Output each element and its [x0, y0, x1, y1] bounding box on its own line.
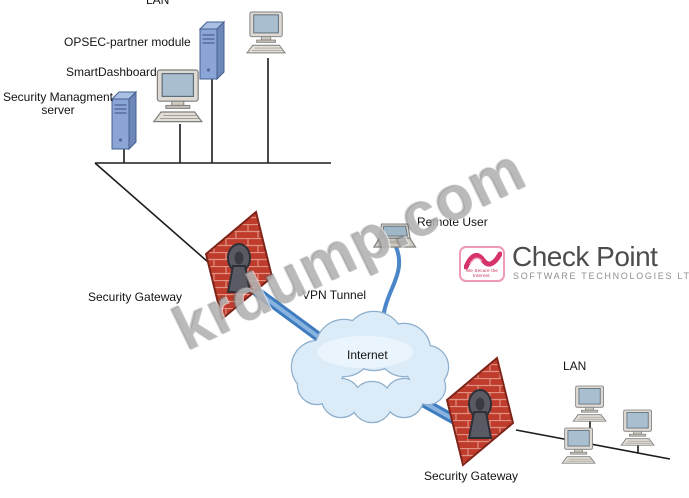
checkpoint-subtitle-text: SOFTWARE TECHNOLOGIES LTD. [513, 271, 689, 281]
right-lan-pc1-icon [572, 385, 607, 422]
right-lan-pc3-icon [561, 427, 596, 464]
smartdashboard-label: SmartDashboard [66, 65, 157, 79]
security-management-server-label-line2: server [41, 103, 75, 117]
security-management-server-label-line1: Security Managment [2, 90, 114, 104]
security-management-server-label: Security Managment server [0, 91, 118, 117]
checkpoint-tagline: We Secure the Internet. [465, 268, 499, 278]
security-gateway-right-label: Security Gateway [424, 469, 519, 483]
remote-user-laptop-icon [373, 223, 417, 248]
right-lan-pc2-icon [620, 409, 655, 446]
vpn-tunnel-pipe-left [243, 280, 325, 343]
lan-workstation-icon [246, 11, 286, 54]
remote-user-label: Remote User [417, 215, 488, 229]
checkpoint-logo-mark-icon [464, 251, 502, 270]
firewall-left-icon [204, 210, 274, 321]
left-lan-cables [94, 58, 331, 263]
internet-label: Internet [347, 348, 388, 362]
checkpoint-logo-badge: We Secure the Internet. [459, 246, 505, 282]
checkpoint-brand-text: Check Point [512, 241, 658, 272]
firewall-right-icon [445, 356, 515, 467]
right-lan-label: LAN [563, 359, 587, 373]
internet-cloud-icon [290, 310, 450, 424]
opsec-partner-module-label: OPSEC-partner module [64, 35, 191, 49]
security-gateway-left-label: Security Gateway [88, 290, 183, 304]
vpn-tunnel-label: VPN Tunnel [302, 288, 367, 302]
checkpoint-logo: We Secure the Internet. Check Point SOFT… [459, 241, 689, 285]
opsec-server-icon [199, 21, 225, 80]
smartdashboard-workstation-icon [153, 69, 203, 123]
top-lan-label: LAN [146, 0, 170, 7]
